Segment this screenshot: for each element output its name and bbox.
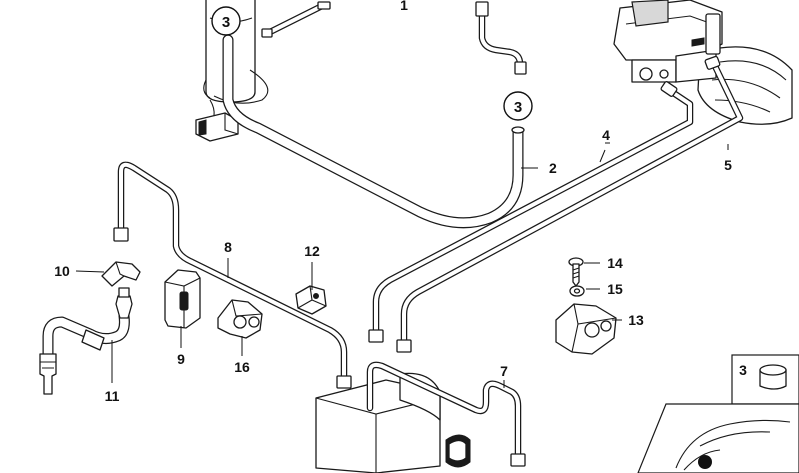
brake-hose-11	[39, 287, 133, 395]
callout-1: 1	[400, 0, 408, 13]
screw-14	[568, 257, 584, 287]
callout-2: 2	[549, 160, 557, 176]
holder-12	[295, 285, 327, 315]
grommet-9	[164, 269, 201, 329]
master-cylinder	[613, 0, 723, 83]
washer-15	[569, 285, 585, 297]
callout-13: 13	[628, 312, 644, 328]
brake-line-5	[396, 55, 744, 353]
leader-lines	[75, 142, 729, 388]
small-line-1a	[261, 1, 331, 38]
callout-4: 4	[602, 127, 610, 143]
clip-16	[217, 299, 263, 339]
electrical-connector	[195, 99, 239, 142]
circle-callout-3a: 3	[211, 6, 241, 36]
callout-3b: 3	[514, 99, 522, 116]
brake-line-7	[366, 361, 526, 467]
hose-2	[222, 34, 525, 229]
circle-callout-3b: 3	[503, 91, 533, 121]
callout-11: 11	[105, 388, 120, 404]
callout-10: 10	[54, 263, 70, 279]
callout-14: 14	[607, 255, 623, 271]
part-3-legend-box	[731, 354, 799, 405]
callout-15: 15	[607, 281, 623, 297]
brake-line-8	[113, 161, 352, 389]
bracket-10	[101, 261, 141, 287]
holder-13	[555, 303, 617, 355]
callout-16: 16	[234, 359, 250, 375]
callout-12: 12	[304, 243, 320, 259]
callout-7: 7	[500, 363, 508, 379]
small-line-1b	[475, 1, 527, 75]
vehicle-location-inset	[637, 403, 799, 473]
callout-8: 8	[224, 239, 232, 255]
callout-5: 5	[724, 157, 732, 173]
callout-9: 9	[177, 351, 185, 367]
brake-booster	[697, 46, 793, 125]
callout-3c: 3	[739, 362, 747, 378]
brake-line-4	[368, 81, 694, 343]
callout-3a: 3	[222, 14, 230, 31]
